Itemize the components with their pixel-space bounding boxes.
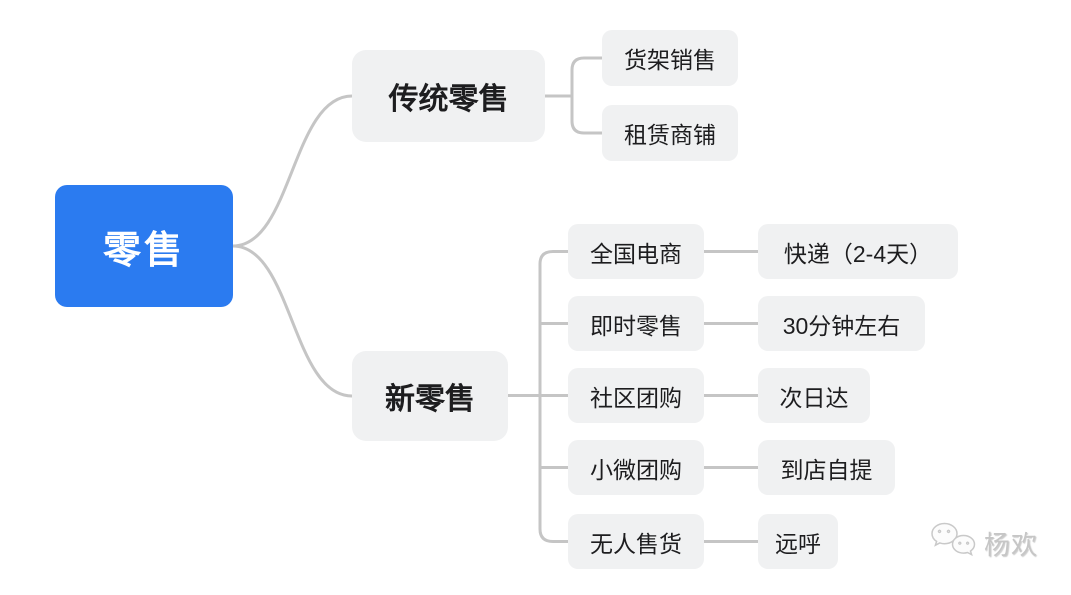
node-root-retail[interactable]: 零售	[55, 185, 233, 307]
node-in-store-pickup[interactable]: 到店自提	[758, 440, 895, 495]
node-next-day-delivery[interactable]: 次日达	[758, 368, 870, 423]
node-traditional-retail[interactable]: 传统零售	[352, 50, 545, 142]
edge-root-traditional	[231, 94, 354, 248]
node-about-30-minutes[interactable]: 30分钟左右	[758, 296, 925, 351]
edge-new-trunk	[538, 250, 570, 543]
node-unmanned-vending[interactable]: 无人售货	[568, 514, 704, 569]
node-express-2-4-days[interactable]: 快递（2-4天）	[758, 224, 958, 279]
watermark: 杨欢	[930, 521, 1038, 565]
node-community-groupbuy[interactable]: 社区团购	[568, 368, 704, 423]
node-remote-call[interactable]: 远呼	[758, 514, 838, 569]
edge-root-new	[231, 244, 354, 398]
node-shelf-sales[interactable]: 货架销售	[602, 30, 738, 86]
node-national-ecommerce[interactable]: 全国电商	[568, 224, 704, 279]
node-new-retail[interactable]: 新零售	[352, 351, 508, 441]
edge-traditional-bracket	[570, 56, 604, 135]
node-leased-shops[interactable]: 租赁商铺	[602, 105, 738, 161]
node-micro-groupbuy[interactable]: 小微团购	[568, 440, 704, 495]
wechat-icon	[931, 522, 976, 557]
node-instant-retail[interactable]: 即时零售	[568, 296, 704, 351]
watermark-text: 杨欢	[984, 529, 1039, 560]
